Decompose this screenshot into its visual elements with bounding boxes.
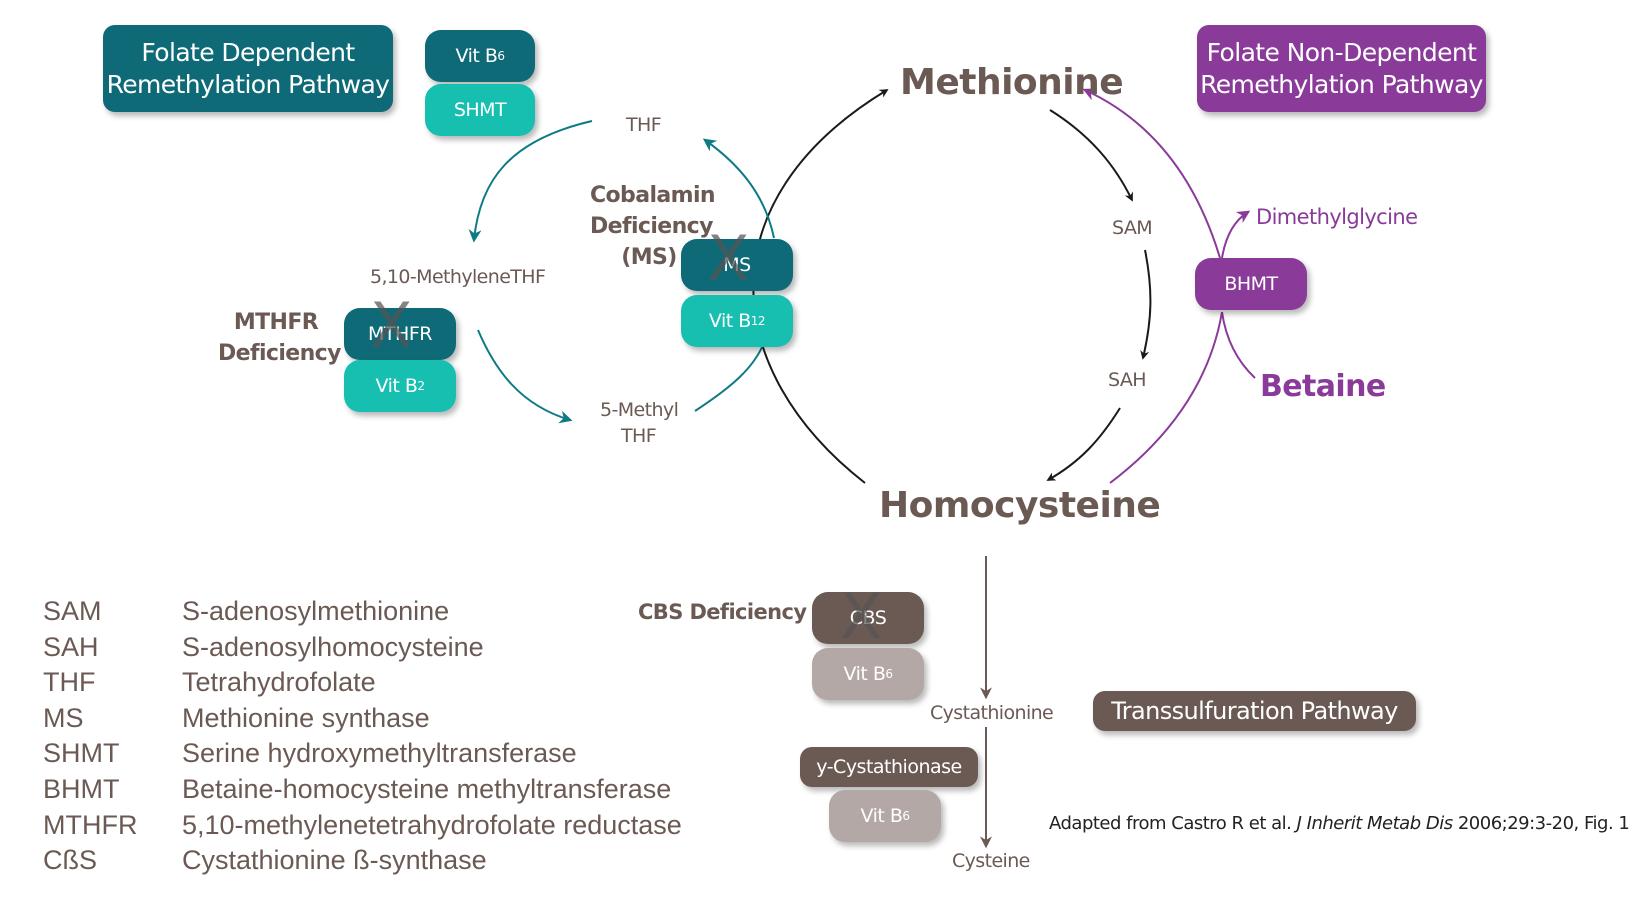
ms-enzyme-pill: MS [681,239,793,291]
legend-definition: 5,10-methylenetetrahydrofolate reductase [182,809,682,840]
legend-abbreviation: THF [43,667,96,698]
thf-label: THF [626,114,662,136]
dimethylglycine-label: Dimethylglycine [1256,205,1418,229]
legend-abbreviation: CßS [43,845,97,876]
legend-definition: S-adenosylmethionine [182,596,450,626]
citation-prefix: Adapted from Castro R et al. [1049,813,1297,834]
arrow-methionine-to-sam [1049,109,1133,202]
citation-suffix: 2006;29:3-20, Fig. 1 [1452,813,1629,834]
methyl-thf-label-line2: THF [621,425,657,447]
betaine-label: Betaine [1260,369,1386,404]
sah-label: SAH [1108,369,1147,391]
mthfr-deficiency-label: MTHFR Deficiency [218,310,341,366]
pill-label: Vit B [375,375,418,397]
legend-abbreviation: BHMT [43,774,120,804]
ms-deficiency-x-mark: X [707,222,750,295]
cystathionine-label: Cystathionine [930,702,1054,724]
legend-definition: Tetrahydrofolate [182,667,376,698]
cobalamin-deficiency-label: Cobalamin Deficiency (MS) [590,183,716,270]
arrow-methylene-to-methyl-thf [477,329,573,424]
methylene-thf-label: 5,10-MethyleneTHF [370,266,546,288]
legend-definition: Betaine-homocysteine methyltransferase [182,774,672,804]
bhmt-enzyme-pill: BHMT [1195,258,1307,310]
cbs-enzyme-pill: CBS [812,592,924,644]
pill-subscript: 6 [497,49,505,63]
legend-definition: S-adenosylhomocysteine [182,631,484,662]
mthfr-enzyme-pill: MTHFR [344,308,456,360]
legend-definition: Methionine synthase [182,702,430,733]
legend-definition: Cystathionine ß-synthase [182,845,487,876]
arrow-ms-to-thf [702,138,775,239]
legend-definition: Serine hydroxymethyltransferase [182,738,577,769]
legend-abbreviation: MTHFR [43,809,138,840]
sam-label: SAM [1112,217,1153,239]
methyl-thf-label-line1: 5-Methyl [600,399,679,421]
pill-label: Vit B [455,45,498,67]
methionine-label: Methionine [900,62,1124,103]
arrow-sah-to-homocysteine [1046,407,1121,481]
arrow-bhmt-to-dimethylglycine [1221,210,1251,259]
pill-label: Vit B [860,805,903,827]
folate-dependent-pathway-box: Folate Dependent Remethylation Pathway [103,25,393,112]
citation-journal: J Inherit Metab Dis [1296,813,1454,834]
arrow-homocysteine-to-bhmt [1109,311,1223,484]
folate-non-dependent-pathway-box: Folate Non-Dependent Remethylation Pathw… [1197,25,1486,112]
arrow-methyl-thf-to-ms [694,339,766,412]
arrow-betaine-to-bhmt [1221,311,1256,379]
homocysteine-label: Homocysteine [879,485,1161,526]
transsulfuration-pathway-box: Transsulfuration Pathway [1093,691,1416,731]
cysteine-label: Cysteine [952,850,1030,872]
pill-subscript: 6 [885,667,893,681]
legend-abbreviation: SAM [43,596,102,626]
pill-label: Vit B [708,310,751,332]
citation: Adapted from Castro R et al. J Inherit M… [1049,813,1629,834]
legend-abbreviation: SAH [43,631,99,662]
pill-subscript: 6 [902,809,910,823]
arrow-sam-to-sah [1140,249,1152,360]
pill-subscript: 2 [417,379,425,393]
cbs-deficiency-x-mark: X [840,580,883,653]
y-cystathionase-enzyme-pill: y-Cystathionase [800,747,978,787]
legend-abbreviation: MS [43,702,84,733]
cbs-deficiency-label: CBS Deficiency [638,600,807,624]
shmt-enzyme-pill: SHMT [425,84,535,136]
pill-label: Vit B [843,663,886,685]
pathway-arrows [468,88,1256,849]
arrow-bhmt-to-methionine [1082,88,1221,259]
arrow-thf-to-methylene-thf [468,120,593,243]
legend-abbreviation: SHMT [43,738,120,769]
pill-subscript: 12 [750,314,766,328]
mthfr-deficiency-x-mark: X [370,289,413,362]
